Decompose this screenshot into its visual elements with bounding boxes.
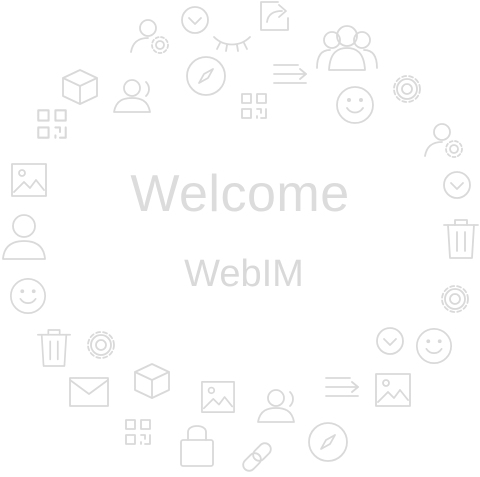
link-icon [238, 438, 276, 476]
settings-icon [390, 72, 424, 106]
image-icon [200, 380, 236, 414]
trash-icon [442, 218, 480, 260]
contacts-icon [110, 78, 154, 114]
trash-icon [36, 328, 72, 368]
compass-icon [184, 54, 228, 98]
mail-icon [68, 376, 110, 408]
check-circle-icon [442, 170, 472, 200]
compass-icon [306, 420, 350, 464]
lock-icon [178, 420, 216, 468]
smile-icon [334, 84, 376, 126]
settings-icon [84, 328, 118, 362]
qrcode-icon [124, 418, 152, 446]
welcome-title: Welcome [130, 165, 350, 223]
qrcode-icon [36, 108, 68, 140]
user-settings-icon [422, 120, 466, 162]
contacts-icon [254, 388, 298, 424]
settings-icon [438, 282, 472, 316]
qrcode-icon [240, 92, 268, 120]
user-settings-icon [128, 16, 172, 58]
list-icon [324, 374, 360, 400]
closed-eye-icon [212, 33, 252, 53]
list-icon [272, 62, 308, 86]
group-icon [314, 22, 380, 74]
smile-icon [414, 326, 454, 366]
check-circle-icon [375, 326, 405, 356]
image-icon [374, 372, 412, 408]
box-icon [60, 68, 100, 106]
user-icon [0, 212, 48, 262]
image-icon [10, 162, 48, 198]
share-icon [258, 0, 292, 32]
app-name: WebIM [184, 253, 304, 295]
smile-icon [8, 276, 48, 316]
box-icon [132, 362, 172, 400]
check-circle-icon [180, 5, 210, 35]
